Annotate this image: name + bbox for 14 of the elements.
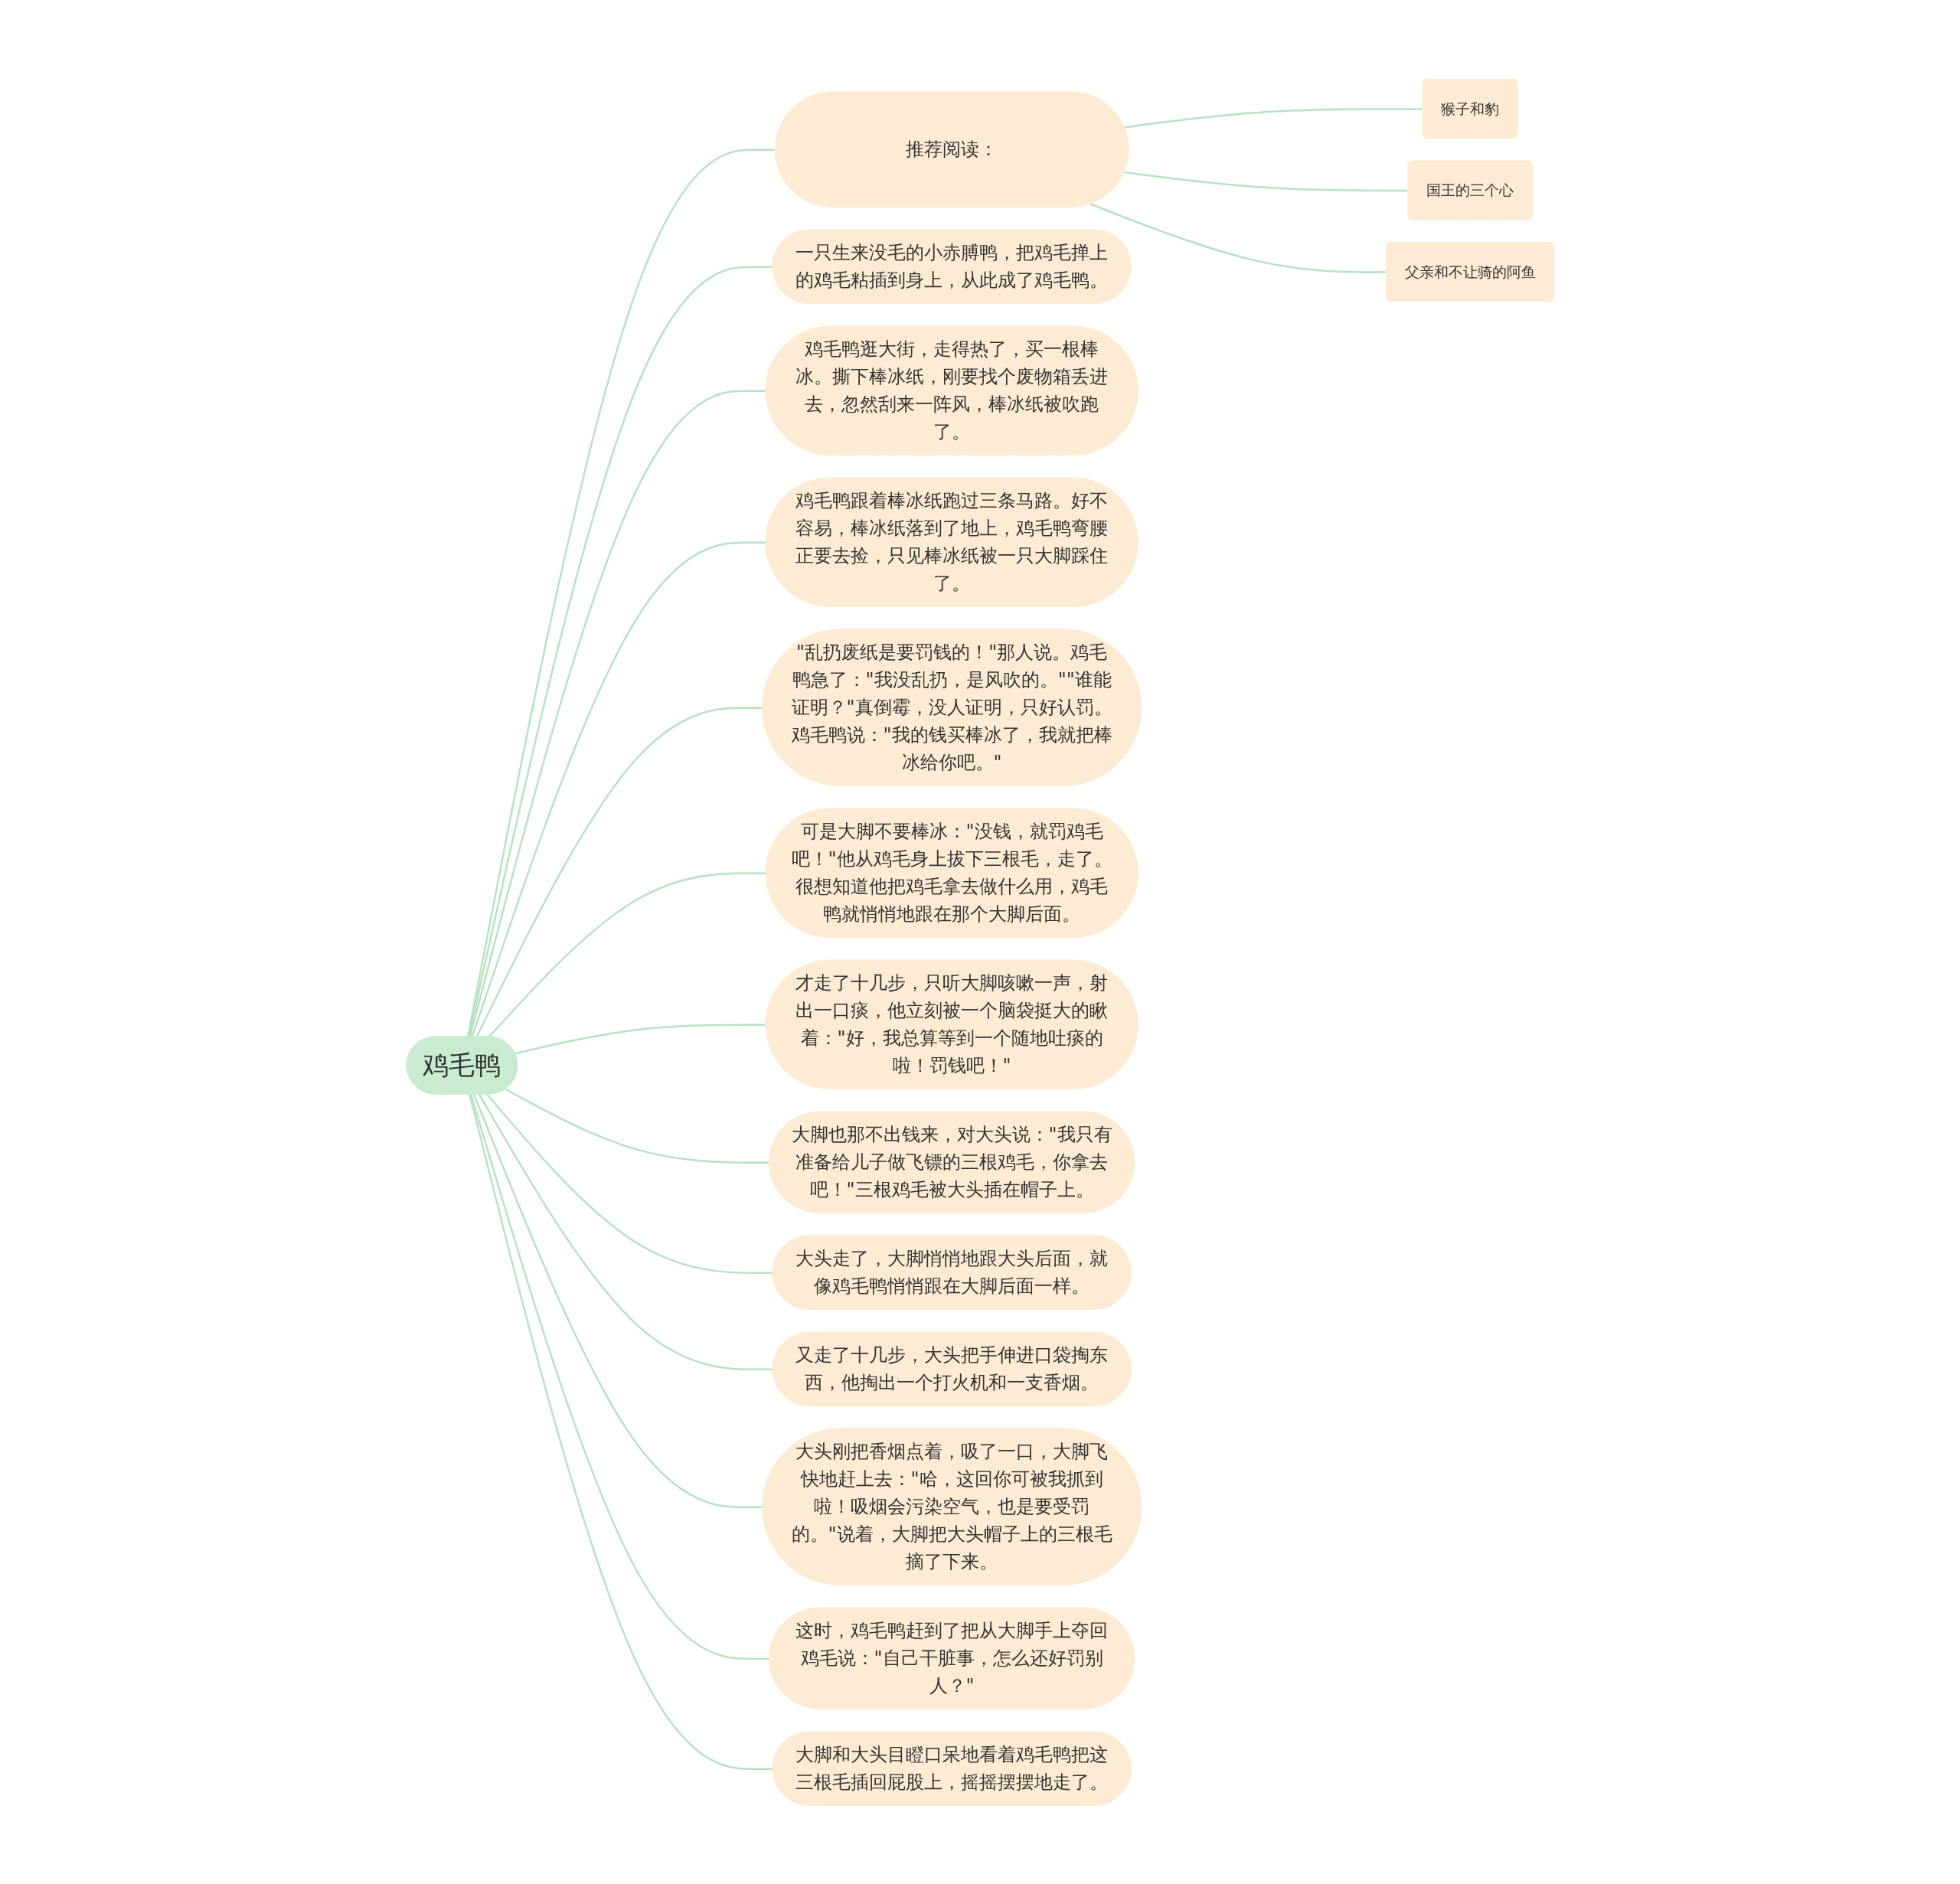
connector [468, 1093, 773, 1770]
connector [475, 706, 763, 1037]
connector [478, 1093, 773, 1370]
connector [485, 1093, 773, 1274]
connector [471, 540, 766, 1037]
connector [1123, 171, 1409, 191]
connector [469, 1093, 769, 1660]
connector [488, 871, 766, 1037]
connector [1089, 202, 1387, 273]
connector [514, 1023, 766, 1054]
connector [469, 389, 766, 1037]
connector [505, 1088, 769, 1164]
connector [472, 1093, 763, 1508]
connector [1123, 107, 1423, 129]
